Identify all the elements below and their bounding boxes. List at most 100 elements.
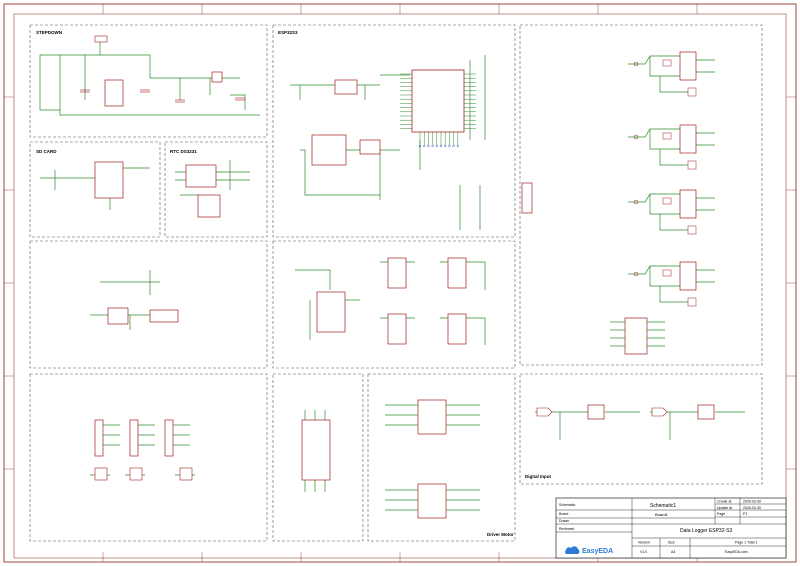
rtc-circuit xyxy=(175,160,250,218)
relay-led xyxy=(633,271,639,277)
tb-site: EasyEDA.com xyxy=(725,550,748,554)
label-rtc: RTC DS3231 xyxy=(170,149,197,154)
label-esp32s3: ESP32S3 xyxy=(278,30,298,35)
reset-transistors xyxy=(359,139,381,155)
box-sd-card xyxy=(29,141,161,238)
box-driver xyxy=(367,373,516,542)
relay-led xyxy=(633,199,639,205)
relay-channel xyxy=(628,51,715,97)
box-connectors xyxy=(29,373,268,542)
relay-wire xyxy=(649,266,680,287)
esp-pin-end xyxy=(427,144,430,148)
ds3231-ic xyxy=(197,194,221,218)
esp-pin-end xyxy=(418,144,422,148)
relay-wire xyxy=(659,214,695,231)
label-digital-input: Digital Input xyxy=(525,474,551,479)
relay-wire xyxy=(628,55,680,65)
tb-size-label: Size xyxy=(668,541,675,545)
relay-coil xyxy=(679,189,697,219)
io-regulator xyxy=(107,307,129,325)
box-header xyxy=(272,373,364,542)
input-port-1 xyxy=(536,407,553,417)
uart-header xyxy=(521,182,533,214)
relay-driver xyxy=(662,59,672,67)
sensor-ic-4 xyxy=(447,313,467,345)
relay-led xyxy=(633,134,639,140)
esp-pin-end xyxy=(452,144,455,148)
box-stepdown xyxy=(29,24,268,138)
module-boxes xyxy=(29,24,763,542)
motor-driver-1 xyxy=(417,399,447,435)
tb-logo-text: EasyEDA xyxy=(582,548,613,555)
ldo-regulator xyxy=(211,71,223,83)
header-circuit xyxy=(301,410,331,492)
box-esp32s3 xyxy=(272,24,516,238)
connector-circuit xyxy=(90,419,195,481)
stepdown-circuit xyxy=(39,35,260,116)
sd-card-socket xyxy=(94,161,124,199)
digital-input-circuit xyxy=(535,404,745,440)
rtc-header xyxy=(185,164,217,188)
relay-terminal xyxy=(687,297,697,307)
optocoupler-1 xyxy=(587,404,605,420)
relay-channel xyxy=(628,261,715,307)
tb-update-value: 2026-03-30 xyxy=(743,506,761,510)
tb-pages-text: Page 1 Total 1 xyxy=(735,541,757,545)
esp-pin-end xyxy=(448,144,451,148)
adc-ic xyxy=(316,291,346,333)
sd-card-circuit xyxy=(40,161,150,210)
tb-project-title: Data Logger ESP32-S3 xyxy=(680,528,732,534)
esp-pin-end xyxy=(444,144,447,148)
connector-j1 xyxy=(94,419,104,457)
usb-uart-bridge xyxy=(311,134,347,166)
tb-create-value: 2026-03-30 xyxy=(743,500,761,504)
relay-wire xyxy=(628,193,680,203)
label-sd-card: SD CARD xyxy=(36,149,57,154)
relay-connector-wires xyxy=(610,321,665,347)
terminal-2 xyxy=(129,467,143,481)
optocoupler-2 xyxy=(697,404,715,420)
relay-coil xyxy=(679,51,697,81)
motor-driver-2 xyxy=(417,483,447,519)
box-relays xyxy=(519,24,763,366)
relay-wire xyxy=(649,56,680,77)
usb-ldo xyxy=(334,79,358,95)
relay-led xyxy=(633,61,639,67)
relay-terminal xyxy=(687,160,697,170)
terminal-1 xyxy=(94,467,108,481)
tb-size-value: A4 xyxy=(671,550,675,554)
relay-channel xyxy=(628,124,715,170)
box-adc xyxy=(272,240,516,369)
box-power-io xyxy=(29,240,268,369)
relay-terminal xyxy=(687,225,697,235)
esp-pin-end xyxy=(439,144,443,148)
relay-coil xyxy=(679,261,697,291)
tb-drawn-label: Drawn xyxy=(559,519,569,523)
tb-page-value: P1 xyxy=(743,512,747,516)
tb-board-value: Board1 xyxy=(655,512,669,517)
input-port-2 xyxy=(651,407,668,417)
relay-wire xyxy=(649,194,680,215)
box-rtc xyxy=(164,141,268,238)
terminal-3 xyxy=(179,467,193,481)
sensor-ic-3 xyxy=(387,313,407,345)
tb-reviewed-label: Reviewed xyxy=(559,527,574,531)
esp-pin-end xyxy=(456,144,459,148)
tb-update-label: Update at xyxy=(717,506,732,510)
relay-wire xyxy=(659,149,695,166)
box-digital-input xyxy=(519,373,763,485)
esp32-s3-module xyxy=(411,69,465,133)
main-header xyxy=(301,419,331,481)
relay-coil xyxy=(679,124,697,154)
io-header xyxy=(149,309,179,323)
adc-circuit xyxy=(295,257,486,345)
relay-channel xyxy=(628,189,715,235)
tb-version-value: V1.0 xyxy=(640,550,647,554)
relay-wire xyxy=(659,286,695,303)
tb-version-label: Version xyxy=(638,541,650,545)
esp32-circuit xyxy=(290,55,533,230)
easyeda-logo-icon xyxy=(565,546,580,554)
relay-driver xyxy=(662,269,672,277)
esp-pin-end xyxy=(431,144,434,148)
sensor-ic-1 xyxy=(387,257,407,289)
